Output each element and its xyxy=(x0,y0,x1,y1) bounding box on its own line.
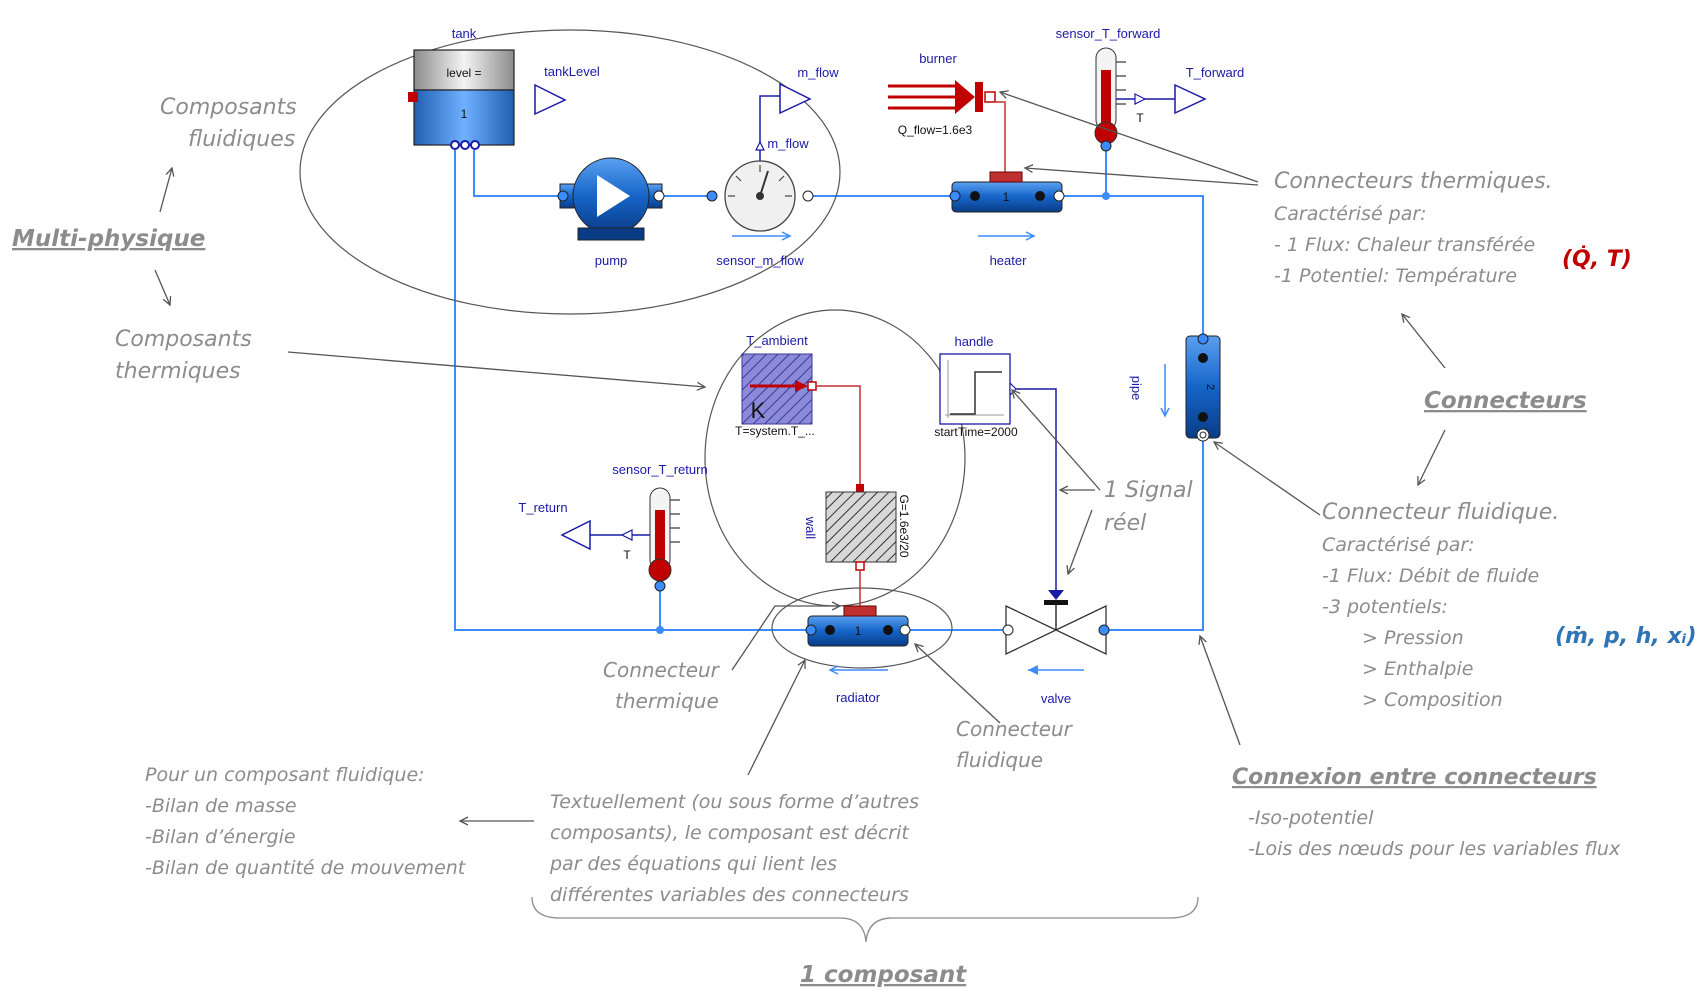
handle-label: handle xyxy=(954,334,993,349)
m-flow-output[interactable]: m_flow xyxy=(755,65,839,161)
description-line-4: différentes variables des connecteurs xyxy=(550,884,909,906)
heater-value: 1 xyxy=(1003,190,1010,204)
multi-physique-title: Multi-physique xyxy=(12,226,205,252)
connecteur-fluidique-line-1: Caractérisé par: xyxy=(1322,534,1475,556)
connecteurs-thermiques-line-2: - 1 Flux: Chaleur transférée xyxy=(1274,234,1535,256)
annotations: Composants fluidiques Multi-physique Com… xyxy=(12,95,1695,988)
m-flow-output-label: m_flow xyxy=(797,65,839,80)
heater-label: heater xyxy=(990,253,1028,268)
t-ambient[interactable]: T_ambient K T=system.T_... xyxy=(735,333,817,438)
t-return-output-label: T_return xyxy=(518,500,567,515)
connecteur-fluidique-line-6: > Composition xyxy=(1362,689,1503,711)
pump[interactable]: pump xyxy=(557,157,665,268)
burner-param: Q_flow=1.6e3 xyxy=(898,123,973,137)
burner[interactable]: burner Q_flow=1.6e3 xyxy=(888,51,996,137)
sensor-t-forward[interactable]: sensor_T_forward T xyxy=(1056,26,1161,152)
t-forward-port-label: T xyxy=(1136,111,1144,125)
description-line-2: composants), le composant est décrit xyxy=(550,822,910,844)
connecteur-fluidique-line-5: > Enthalpie xyxy=(1362,658,1473,680)
connecteur-fluidique-line-2: -1 Flux: Débit de fluide xyxy=(1322,565,1539,587)
connecteurs-thermiques-title: Connecteurs thermiques. xyxy=(1274,169,1553,194)
tank-label: tank xyxy=(452,26,477,41)
sensor-t-forward-label: sensor_T_forward xyxy=(1056,26,1161,41)
pump-port-out[interactable] xyxy=(653,190,665,202)
wall-label: wall xyxy=(803,516,818,540)
handle-param: startTime=2000 xyxy=(934,425,1018,439)
radiator-label: radiator xyxy=(836,690,881,705)
burner-label: burner xyxy=(919,51,957,66)
composants-fluidiques-text-2: fluidiques xyxy=(188,127,295,152)
connecteur-thermique-text-1: Connecteur xyxy=(603,658,721,682)
un-composant-title: 1 composant xyxy=(800,962,967,988)
description-line-3: par des équations qui lient les xyxy=(549,853,837,875)
connecteur-thermique-text-2: thermique xyxy=(615,689,719,713)
fluid-variables: (ṁ, p, h, xᵢ) xyxy=(1555,624,1695,649)
connexion-title: Connexion entre connecteurs xyxy=(1232,765,1597,790)
t-forward-output-label: T_forward xyxy=(1186,65,1245,80)
pump-port-in[interactable] xyxy=(557,190,569,202)
description-line-1: Textuellement (ou sous forme d’autres xyxy=(550,791,919,813)
connecteur-fluidique-title: Connecteur fluidique. xyxy=(1322,500,1559,525)
pump-label: pump xyxy=(595,253,628,268)
connecteur-fluidique-text-1: Connecteur xyxy=(956,717,1074,741)
tank-value: 1 xyxy=(461,107,468,121)
m-flow-port-label: m_flow xyxy=(767,136,809,151)
tank-level-label: level = xyxy=(446,66,481,80)
connecteurs-thermiques-line-3: -1 Potentiel: Température xyxy=(1274,265,1517,287)
bilan-line-3: -Bilan de quantité de mouvement xyxy=(145,857,467,879)
t-ambient-label: T_ambient xyxy=(746,333,808,348)
bilan-line-2: -Bilan d’énergie xyxy=(145,826,296,848)
connecteurs-thermiques-line-1: Caractérisé par: xyxy=(1274,203,1427,225)
heater[interactable]: 1 heater xyxy=(949,171,1065,268)
pipe-label: pipe xyxy=(1129,376,1144,401)
heat-variables: (Q̇, T) xyxy=(1562,246,1632,272)
tank-level-port xyxy=(408,92,418,102)
tank[interactable]: tank level = 1 xyxy=(408,26,515,150)
connexion-line-1: -Iso-potentiel xyxy=(1248,807,1374,829)
radiator[interactable]: 1 radiator xyxy=(805,605,911,705)
composants-thermiques-text-1: Composants xyxy=(115,327,252,352)
pipe[interactable]: 2 pipe xyxy=(1129,333,1221,442)
t-forward-output[interactable]: T_forward xyxy=(1116,65,1245,115)
connecteur-fluidique-text-2: fluidique xyxy=(956,748,1043,772)
connecteur-fluidique-line-4: > Pression xyxy=(1362,627,1464,649)
t-ambient-param: T=system.T_... xyxy=(735,424,815,438)
composants-fluidiques-text-1: Composants xyxy=(160,95,297,120)
signal-text-2: réel xyxy=(1104,511,1146,536)
tank-port[interactable] xyxy=(470,140,480,150)
handle[interactable]: handle startTime=2000 xyxy=(934,334,1018,439)
tank-port[interactable] xyxy=(460,140,470,150)
tank-level-output[interactable]: tankLevel xyxy=(534,64,600,116)
connecteur-fluidique-line-3: -3 potentiels: xyxy=(1322,596,1448,618)
connexion-line-2: -Lois des nœuds pour les variables flux xyxy=(1248,838,1621,860)
composants-thermiques-text-2: thermiques xyxy=(115,359,241,384)
radiator-value: 1 xyxy=(855,624,862,638)
t-return-output[interactable]: T_return xyxy=(518,500,650,551)
valve-label: valve xyxy=(1041,691,1071,706)
annotation-arrows xyxy=(154,92,1446,943)
fluid-components-ellipse xyxy=(299,29,841,315)
valve[interactable]: valve xyxy=(1002,590,1110,706)
pipe-value: 2 xyxy=(1204,384,1216,390)
sensor-t-return-label: sensor_T_return xyxy=(612,462,707,477)
wall[interactable]: wall G=1.6e3/20 xyxy=(803,484,911,571)
sensor-t-return[interactable]: sensor_T_return T xyxy=(612,462,708,592)
radiator-ellipse xyxy=(771,587,953,669)
t-return-port-label: T xyxy=(623,548,631,562)
connecteurs-title: Connecteurs xyxy=(1424,388,1587,414)
sensor-m-flow-label: sensor_m_flow xyxy=(716,253,804,268)
tank-port[interactable] xyxy=(450,140,460,150)
bilan-line-1: -Bilan de masse xyxy=(145,795,297,817)
t-ambient-unit: K xyxy=(751,398,766,423)
fluid-connections xyxy=(454,150,1204,634)
tank-level-output-label: tankLevel xyxy=(544,64,600,79)
signal-text-1: 1 Signal xyxy=(1104,478,1193,503)
wall-param: G=1.6e3/20 xyxy=(897,494,911,557)
bilan-title: Pour un composant fluidique: xyxy=(145,764,425,786)
